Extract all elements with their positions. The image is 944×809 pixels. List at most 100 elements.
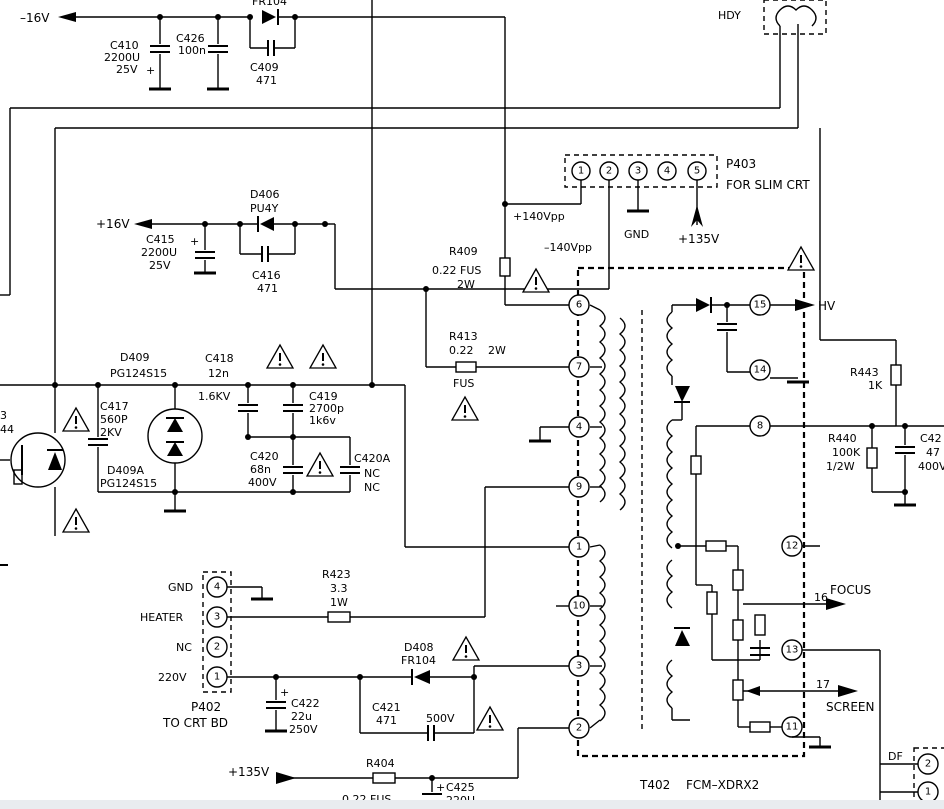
d409-part: PG124S15 (110, 367, 167, 380)
resistor-r409 (499, 257, 511, 277)
c426-label: C426 (176, 32, 205, 45)
warning-icon (476, 706, 504, 731)
p402-nc-label: NC (176, 641, 192, 654)
c410-value: 2200U (104, 51, 140, 64)
svg-text:7: 7 (576, 362, 582, 373)
c421-value: 471 (376, 714, 397, 727)
svg-text:2: 2 (606, 166, 612, 177)
df-label: DF (888, 750, 903, 763)
warning-icon (451, 396, 479, 421)
c415-voltage: 25V (149, 259, 171, 272)
p402-heater-label: HEATER (140, 611, 184, 624)
svg-text:3: 3 (635, 166, 641, 177)
q-partial-2: 44 (0, 423, 14, 436)
svg-text:+: + (280, 686, 289, 699)
horizontal-output-stage: 3 44 C417 560P 2KV D409 PG124S15 D409A P… (0, 344, 569, 566)
svg-text:6: 6 (576, 300, 582, 311)
c415-label: C415 (146, 233, 175, 246)
r440-power: 1/2W (826, 460, 855, 473)
warning-icon (306, 452, 334, 477)
svg-text:15: 15 (754, 300, 767, 311)
c422-label: C422 (291, 697, 320, 710)
warning-icon (522, 268, 550, 293)
svg-text:17: 17 (816, 678, 830, 691)
r423-power: 1W (330, 596, 348, 609)
t402-part: FCM–XDRX2 (686, 778, 759, 792)
c42x-voltage: 400V (918, 460, 944, 473)
p402-gnd-label: GND (168, 581, 193, 594)
hdy-connector: HDY (718, 0, 827, 35)
c426-value: 100n (178, 44, 206, 57)
c417-value: 560P (100, 413, 128, 426)
svg-text:16: 16 (814, 591, 828, 604)
r413-power: 2W (488, 344, 506, 357)
q-partial-1: 3 (0, 409, 7, 422)
warning-icon (309, 344, 337, 369)
p402-description: TO CRT BD (162, 716, 228, 730)
svg-text:14: 14 (754, 365, 767, 376)
transformer-t402: 6 7 4 9 1 10 3 2 15 14 8 (568, 246, 896, 800)
r443-value: 1K (868, 379, 883, 392)
c418-voltage: 1.6KV (198, 390, 231, 403)
c420-label: C420 (250, 450, 279, 463)
r413-fus: FUS (453, 377, 474, 390)
p402-220v-label: 220V (158, 671, 187, 684)
svg-text:1: 1 (214, 672, 220, 683)
c417-label: C417 (100, 400, 129, 413)
capacitor-c409: C409 471 (250, 40, 295, 87)
bottom-edge-bar (0, 800, 944, 809)
fr104-top-label: FR104 (252, 0, 287, 8)
r409-value: 0.22 FUS (432, 264, 481, 277)
svg-text:3: 3 (214, 612, 220, 623)
d409a-label: D409A (107, 464, 144, 477)
svg-text:2: 2 (925, 759, 931, 770)
plus135v-label: +135V (678, 232, 720, 246)
resistor-r404 (372, 772, 396, 784)
d406-label: D406 (250, 188, 279, 201)
svg-text:2: 2 (214, 642, 220, 653)
r423-label: R423 (322, 568, 351, 581)
d408-part: FR104 (401, 654, 436, 667)
c42x-label: C42 (920, 432, 942, 445)
capacitor-c426: C426 100n (176, 17, 231, 91)
svg-text:4: 4 (214, 582, 220, 593)
svg-text:1: 1 (925, 787, 931, 798)
warning-icon (62, 508, 90, 533)
c419-value: 2700p (309, 402, 344, 415)
c420a-value2: NC (364, 481, 380, 494)
c421-label: C421 (372, 701, 401, 714)
plus140vpp-label: +140Vpp (513, 210, 565, 223)
c420a-label: C420A (354, 452, 391, 465)
d409a-part: PG124S15 (100, 477, 157, 490)
c419-voltage: 1k6v (309, 414, 336, 427)
r423-value: 3.3 (330, 582, 348, 595)
r440-label: R440 (828, 432, 857, 445)
minus140vpp-label: –140Vpp (544, 241, 592, 254)
svg-text:3: 3 (576, 661, 582, 672)
diode-fr104-top: FR104 (247, 0, 505, 48)
d408-c421-network: D408 FR104 C421 471 500V (359, 636, 569, 741)
c420-voltage: 400V (248, 476, 277, 489)
r404-label: R404 (366, 757, 395, 770)
d408-label: D408 (404, 641, 433, 654)
svg-text:4: 4 (664, 166, 670, 177)
c421-voltage: 500V (426, 712, 455, 725)
gnd-label: GND (624, 228, 649, 241)
warning-icon (452, 636, 480, 661)
plus16v-label: +16V (96, 217, 130, 231)
t402-label: T402 (639, 778, 670, 792)
svg-text:11: 11 (786, 722, 799, 733)
screen-label: SCREEN (826, 700, 874, 714)
svg-text:+: + (146, 64, 155, 77)
svg-text:5: 5 (694, 166, 700, 177)
resistor-r413 (455, 361, 477, 373)
df-connector: DF 2 1 (880, 747, 944, 809)
c410-label: C410 (110, 39, 139, 52)
svg-text:13: 13 (786, 645, 799, 656)
p403-label: P403 (726, 157, 756, 171)
svg-text:9: 9 (576, 482, 582, 493)
r409-r413-network: R409 0.22 FUS 2W R413 0.22 2W FUS (423, 234, 610, 421)
r440-value: 100K (832, 446, 861, 459)
resistor-r423 (327, 611, 351, 623)
svg-text:8: 8 (757, 421, 763, 432)
